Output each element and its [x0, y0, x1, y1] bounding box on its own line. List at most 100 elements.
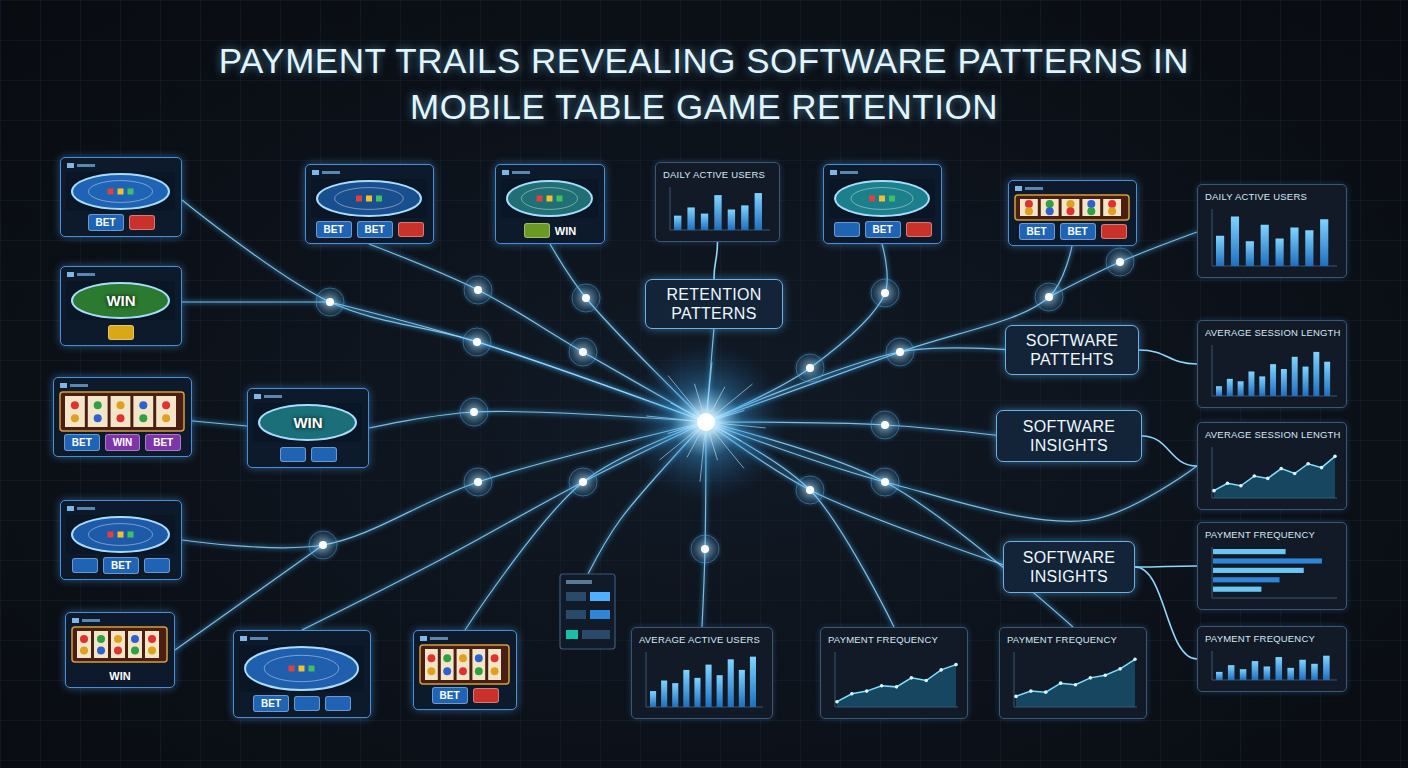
- dot-ring: [316, 288, 344, 316]
- network-dot: [460, 272, 496, 308]
- slot-reel: [472, 649, 485, 680]
- dot-ring: [464, 468, 492, 496]
- felt-frame: [311, 179, 427, 218]
- central-hub: [626, 342, 786, 502]
- chart-axis: [646, 652, 647, 707]
- header-mark: [1025, 187, 1043, 190]
- panel-cell: [566, 630, 578, 639]
- dot-core: [1116, 258, 1124, 266]
- dot-core: [582, 294, 590, 302]
- game-button: BET: [145, 434, 181, 451]
- chart-title: PAYMENT FREQUENCY: [1007, 634, 1117, 645]
- game-button: BET: [357, 221, 393, 238]
- dot-glow: [882, 334, 918, 370]
- dot-glow: [792, 472, 828, 508]
- slot-symbol: [94, 401, 102, 409]
- table-line: [88, 181, 152, 203]
- dot-core: [474, 286, 482, 294]
- network-line: [182, 301, 330, 302]
- chart-bar: [1311, 664, 1318, 680]
- chart-point: [1266, 477, 1270, 481]
- slot-symbol: [148, 646, 156, 654]
- result-text: WIN: [555, 225, 576, 237]
- game-button: [280, 447, 306, 462]
- dot-ring: [886, 338, 914, 366]
- header-mark: [70, 384, 88, 387]
- dot-glow: [460, 464, 496, 500]
- chart-bar: [1213, 549, 1286, 554]
- chart-point: [1212, 489, 1216, 493]
- button-row: WIN: [66, 670, 174, 682]
- header-mark: [77, 273, 95, 276]
- dot-ring: [1035, 283, 1063, 311]
- connector: [1142, 436, 1197, 466]
- box-label: SOFTWARE INSIGHTS: [997, 417, 1141, 455]
- game-screen: BET: [823, 164, 942, 244]
- game-button: [311, 447, 337, 462]
- chart-axis: [670, 187, 671, 230]
- game-screen: BET: [233, 630, 371, 718]
- chart-bar: [1240, 669, 1247, 680]
- panel-cell: [566, 592, 586, 601]
- slot-frame: [1015, 195, 1129, 220]
- chart-title: DAILY ACTIVE USERS: [663, 169, 765, 180]
- game-screen: BETBET: [1008, 180, 1137, 246]
- chart-panel: DAILY ACTIVE USERS: [1197, 184, 1347, 278]
- chart-bar: [1303, 367, 1309, 396]
- diagram-title: PAYMENT TRAILS REVEALING SOFTWARE PATTER…: [150, 38, 1258, 130]
- slot-symbol: [97, 635, 105, 643]
- network-dot: [867, 407, 903, 443]
- slot-symbol: [491, 654, 499, 662]
- button-row: BETWINBET: [54, 434, 191, 451]
- chart-bar: [1227, 379, 1233, 396]
- chart-bar: [672, 683, 678, 707]
- chart-point: [1279, 467, 1283, 471]
- dot-glow: [312, 284, 348, 320]
- dot-ring: [796, 354, 824, 382]
- panel-cell: [566, 610, 586, 619]
- button-row: BET: [61, 557, 181, 574]
- game-screen: WIN: [65, 612, 175, 688]
- chart-bar: [1290, 228, 1298, 267]
- dot-ring: [572, 284, 600, 312]
- chart-bar: [674, 216, 681, 230]
- slot-symbol: [443, 667, 451, 675]
- chart-bar: [1213, 577, 1280, 582]
- network-dot: [459, 324, 495, 360]
- slot-symbol: [475, 654, 483, 662]
- chart-point: [1253, 474, 1257, 478]
- dot-core: [881, 478, 889, 486]
- game-button: BET: [88, 214, 124, 231]
- hub-glow: [626, 342, 786, 502]
- dot-ring: [691, 535, 719, 563]
- network-dot: [867, 275, 903, 311]
- chart-bar: [706, 665, 712, 707]
- insight-box: RETENTION PATTERNS: [645, 279, 783, 329]
- slot-reel: [133, 396, 153, 427]
- game-button: [325, 696, 351, 711]
- chart-bar: [755, 193, 762, 230]
- dot-core: [319, 541, 327, 549]
- chart-point: [1226, 482, 1230, 486]
- dot-core: [326, 298, 334, 306]
- chart-bar: [661, 681, 667, 708]
- chart-bar: [1213, 558, 1322, 563]
- chart-bar: [1276, 239, 1284, 267]
- chart-bar: [701, 214, 708, 230]
- button-row: BET: [414, 687, 516, 704]
- box-label: SOFTWARE PATTEHTS: [1006, 331, 1138, 369]
- chart-bar: [1259, 376, 1265, 396]
- dot-ring: [796, 476, 824, 504]
- dot-ring: [1106, 248, 1134, 276]
- slot-symbol: [459, 654, 467, 662]
- chart-point: [865, 689, 869, 693]
- table-line: [264, 655, 339, 681]
- chart-bar: [1231, 217, 1239, 267]
- dot-glow: [1102, 244, 1138, 280]
- game-button: [108, 325, 134, 340]
- panel-cell: [590, 592, 610, 601]
- chip: [108, 189, 114, 195]
- dot-ring: [569, 468, 597, 496]
- panel-cell: [590, 610, 610, 619]
